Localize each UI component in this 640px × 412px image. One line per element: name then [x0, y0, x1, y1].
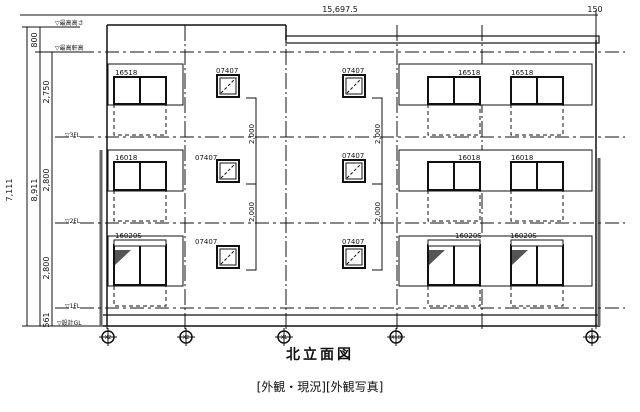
- floor-lines: [55, 51, 625, 309]
- svg-text:16020S: 16020S: [510, 232, 537, 240]
- drawing-title: 北立面図: [286, 347, 354, 363]
- svg-text:16018: 16018: [115, 154, 137, 162]
- svg-text:16518: 16518: [458, 69, 480, 77]
- svg-text:▽設計GL: ▽設計GL: [57, 319, 82, 327]
- svg-text:16518: 16518: [511, 69, 533, 77]
- grid-axis-labels: X2 X2 X1 X10 X0: [105, 335, 596, 341]
- svg-text:X1: X1: [281, 335, 288, 341]
- svg-text:16518: 16518: [115, 69, 137, 77]
- window-spacing-dimensions: [246, 97, 383, 271]
- svg-text:16018: 16018: [458, 154, 480, 162]
- svg-text:▽1FL: ▽1FL: [65, 303, 81, 310]
- svg-text:15,697.5: 15,697.5: [322, 5, 358, 14]
- svg-text:07407: 07407: [216, 67, 238, 75]
- svg-text:2,800: 2,800: [42, 257, 51, 280]
- svg-text:▽3FL: ▽3FL: [65, 132, 81, 139]
- svg-text:▽最高軒高: ▽最高軒高: [55, 44, 84, 52]
- level-labels: ▽最高高さ ▽最高軒高 ▽3FL ▽2FL ▽1FL ▽設計GL: [55, 19, 84, 327]
- windows-floor3: [113, 76, 564, 105]
- svg-text:7,111: 7,111: [5, 179, 14, 202]
- svg-text:16018: 16018: [511, 154, 533, 162]
- svg-text:150: 150: [587, 5, 602, 14]
- svg-text:800: 800: [30, 32, 39, 47]
- hidden-window-outlines: [113, 104, 564, 307]
- svg-text:2,000: 2,000: [374, 124, 382, 144]
- svg-text:2,000: 2,000: [248, 202, 256, 222]
- svg-text:▽最高高さ: ▽最高高さ: [55, 19, 84, 27]
- svg-text:07407: 07407: [342, 238, 364, 246]
- svg-text:07407: 07407: [195, 154, 217, 162]
- svg-text:X0: X0: [589, 335, 596, 341]
- svg-text:8,911: 8,911: [30, 179, 39, 202]
- svg-text:07407: 07407: [342, 152, 364, 160]
- svg-text:16020S: 16020S: [115, 232, 142, 240]
- svg-text:561: 561: [42, 312, 51, 327]
- svg-text:2,000: 2,000: [374, 202, 382, 222]
- svg-text:X10: X10: [391, 335, 401, 341]
- svg-text:2,800: 2,800: [42, 169, 51, 192]
- windows-floor1: [113, 239, 564, 286]
- window-labels: 16518 07407 07407 16518 16518 16018 0740…: [115, 67, 537, 246]
- left-height-dimensions: [22, 26, 110, 327]
- svg-text:07407: 07407: [342, 67, 364, 75]
- svg-text:2,000: 2,000: [248, 124, 256, 144]
- svg-text:▽2FL: ▽2FL: [65, 218, 81, 225]
- drawing-caption: [外観・現況][外観写真]: [256, 380, 384, 394]
- svg-text:07407: 07407: [195, 238, 217, 246]
- svg-text:2,750: 2,750: [42, 81, 51, 104]
- svg-text:16020S: 16020S: [455, 232, 482, 240]
- windows-floor2: [113, 161, 564, 191]
- svg-text:X2: X2: [105, 335, 112, 341]
- svg-text:X2: X2: [183, 335, 190, 341]
